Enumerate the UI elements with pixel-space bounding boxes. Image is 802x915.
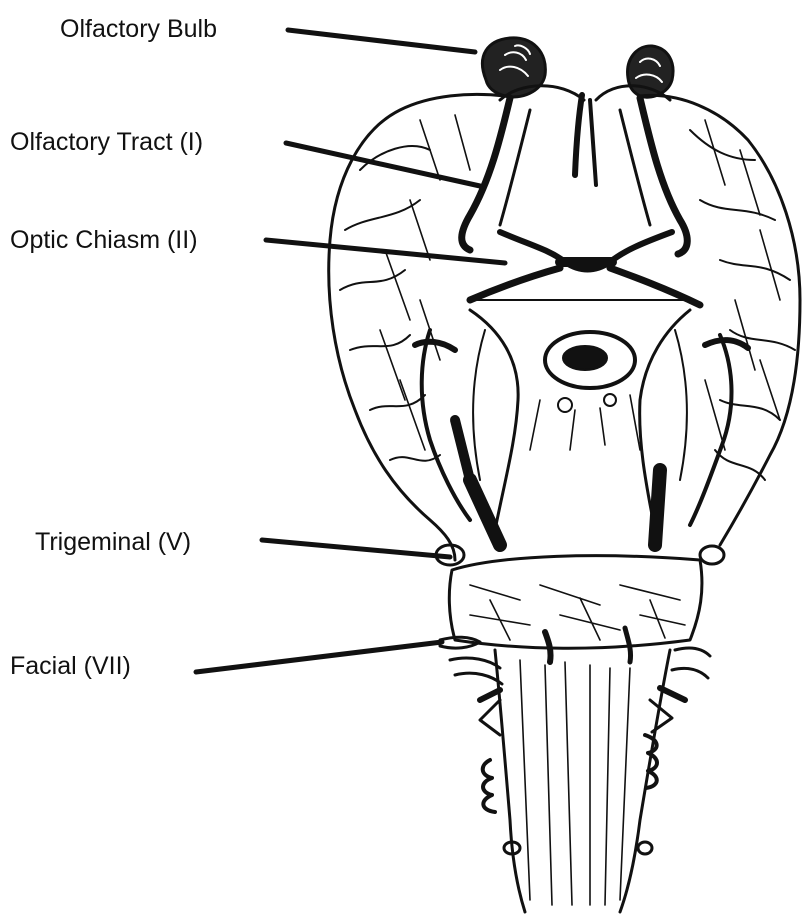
- medulla: [440, 637, 710, 912]
- cerebral-hemispheres: [329, 86, 800, 560]
- label-trigeminal: Trigeminal (V): [35, 530, 191, 555]
- label-optic-chiasm: Optic Chiasm (II): [10, 228, 198, 253]
- label-olfactory-bulb: Olfactory Bulb: [60, 17, 217, 42]
- label-olfactory-tract: Olfactory Tract (I): [10, 130, 203, 155]
- label-facial: Facial (VII): [10, 654, 131, 679]
- pons: [436, 545, 724, 662]
